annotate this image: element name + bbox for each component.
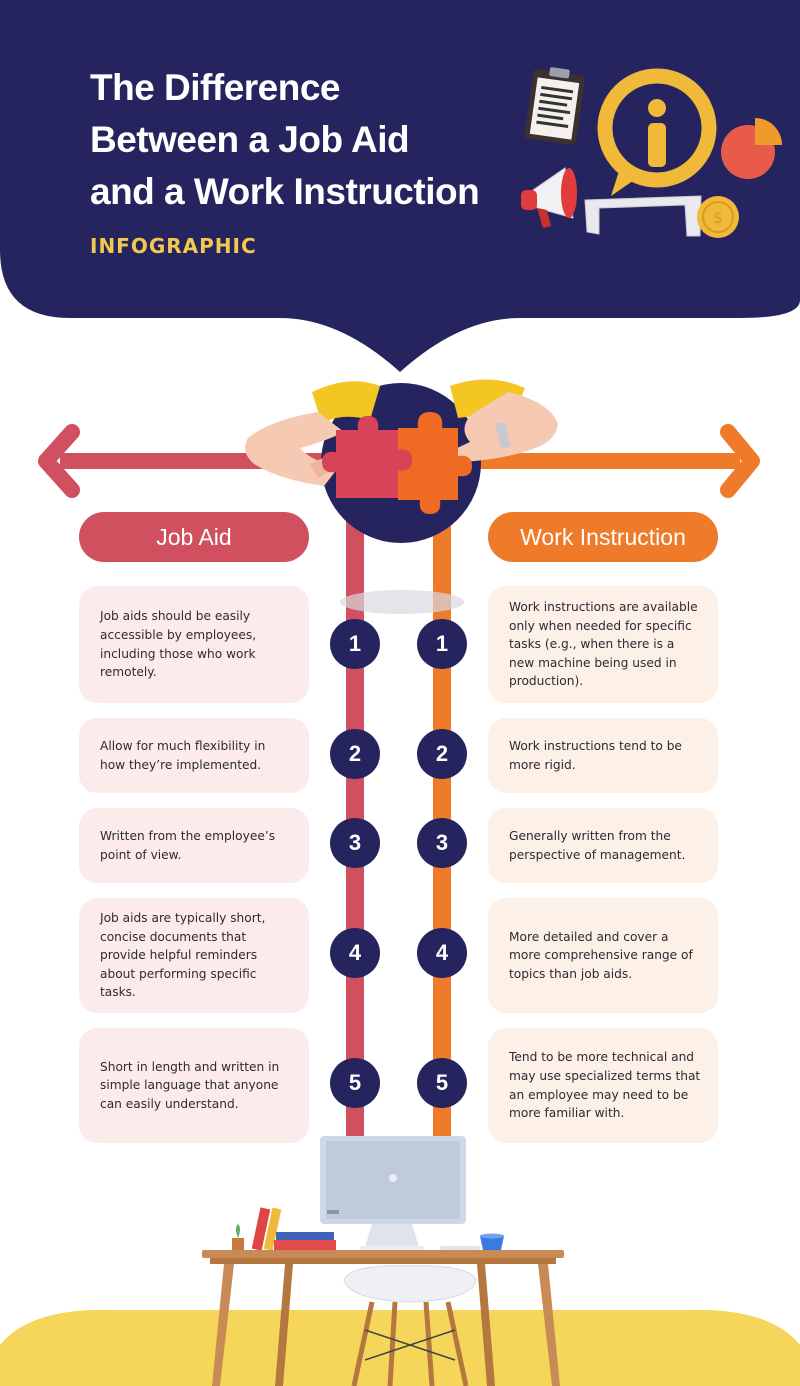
job-aid-number-1: 1 [330, 619, 380, 669]
plant-icon [232, 1224, 244, 1250]
work-instruction-card-5: Tend to be more technical and may use sp… [488, 1028, 718, 1143]
stand-shape [584, 195, 702, 237]
right-hand-icon [434, 392, 558, 468]
puzzle-icon [322, 412, 472, 514]
megaphone-icon [521, 167, 577, 228]
page-title: The Difference Between a Job Aid and a W… [90, 62, 510, 218]
job-aid-number-2: 2 [330, 729, 380, 779]
work-instruction-number-5: 5 [417, 1058, 467, 1108]
cup-icon [480, 1233, 504, 1250]
job-aid-number-4: 4 [330, 928, 380, 978]
header-banner [0, 0, 800, 372]
job-aid-card-5: Short in length and written in simple la… [79, 1028, 309, 1143]
job-aid-number-3: 3 [330, 818, 380, 868]
work-instruction-text-5: Tend to be more technical and may use sp… [509, 1050, 701, 1121]
job-aid-card-4: Job aids are typically short, concise do… [79, 898, 309, 1013]
books-icon [251, 1207, 336, 1251]
job-aid-text-2: Allow for much flexibility in how they’r… [100, 738, 266, 772]
clipboard-icon [524, 67, 585, 145]
desk-shape [202, 1250, 564, 1386]
right-arrow-icon [460, 424, 760, 498]
work-instruction-text-2: Work instructions tend to be more rigid. [509, 738, 682, 772]
title-line-3: and a Work Instruction [90, 171, 480, 212]
job-aid-text-1: Job aids should be easily accessible by … [100, 609, 257, 680]
work-instruction-text-1: Work instructions are available only whe… [509, 600, 698, 689]
work-instruction-card-2: Work instructions tend to be more rigid. [488, 718, 718, 793]
computer-desk-illustration [0, 1136, 800, 1386]
work-instruction-text-4: More detailed and cover a more comprehen… [509, 929, 693, 981]
job-aid-text-3: Written from the employee’s point of vie… [100, 828, 276, 862]
page-subtitle: INFOGRAPHIC [90, 234, 257, 258]
work-instruction-text-3: Generally written from the perspective o… [509, 828, 686, 862]
work-instruction-number-1: 1 [417, 619, 467, 669]
header-illustration: $ [521, 67, 782, 238]
job-aid-text-4: Job aids are typically short, concise do… [100, 911, 266, 1000]
work-instruction-card-4: More detailed and cover a more comprehen… [488, 898, 718, 1013]
title-line-1: The Difference [90, 67, 341, 108]
job-aid-number-5: 5 [330, 1058, 380, 1108]
work-instruction-card-1: Work instructions are available only whe… [488, 586, 718, 703]
coin-icon: $ [697, 196, 739, 238]
job-aid-card-2: Allow for much flexibility in how they’r… [79, 718, 309, 793]
job-aid-card-1: Job aids should be easily accessible by … [79, 586, 309, 703]
svg-text:$: $ [713, 208, 723, 227]
job-aid-header: Job Aid [79, 512, 309, 562]
work-instruction-number-4: 4 [417, 928, 467, 978]
info-icon [597, 68, 717, 196]
work-instruction-header: Work Instruction [488, 512, 718, 562]
work-instruction-number-2: 2 [417, 729, 467, 779]
title-line-2: Between a Job Aid [90, 119, 410, 160]
monitor-icon [320, 1136, 466, 1252]
job-aid-text-5: Short in length and written in simple la… [100, 1059, 280, 1111]
puzzle-illustration [245, 379, 558, 543]
pie-chart-icon [721, 118, 782, 179]
work-instruction-number-3: 3 [417, 818, 467, 868]
chair-icon [343, 1265, 477, 1386]
work-instruction-card-3: Generally written from the perspective o… [488, 808, 718, 883]
job-aid-card-3: Written from the employee’s point of vie… [79, 808, 309, 883]
